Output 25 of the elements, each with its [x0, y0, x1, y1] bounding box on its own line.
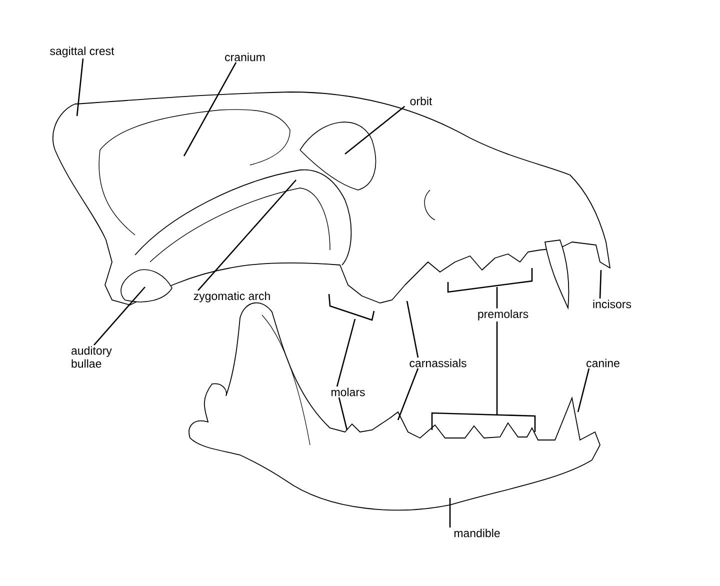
part-label: cranium [225, 52, 265, 62]
part-label: molars [332, 388, 365, 396]
part-label: carnassials [410, 358, 466, 368]
leader-line [431, 320, 536, 433]
leader-line [198, 180, 296, 291]
leader-line [94, 286, 146, 346]
leader-line [599, 270, 602, 299]
leader-line [577, 368, 590, 412]
part-label: orbit [410, 96, 432, 106]
part-label: mandible [454, 528, 500, 538]
leader-line [447, 267, 533, 310]
part-label: canine [586, 358, 620, 368]
leader-line [406, 300, 419, 358]
leader-line [344, 106, 406, 154]
part-label: zygomatic arch [194, 292, 270, 302]
leader-line [397, 368, 419, 420]
part-label: incisors [593, 300, 632, 308]
part-label: auditory bullae [72, 346, 112, 368]
part-label: premolars [478, 310, 528, 320]
leader-line [449, 498, 451, 528]
part-label: sagittal crest [50, 46, 114, 58]
leader-line [76, 58, 84, 116]
leader-line [183, 62, 237, 156]
leader-line [328, 293, 375, 388]
leader-line [338, 397, 348, 430]
